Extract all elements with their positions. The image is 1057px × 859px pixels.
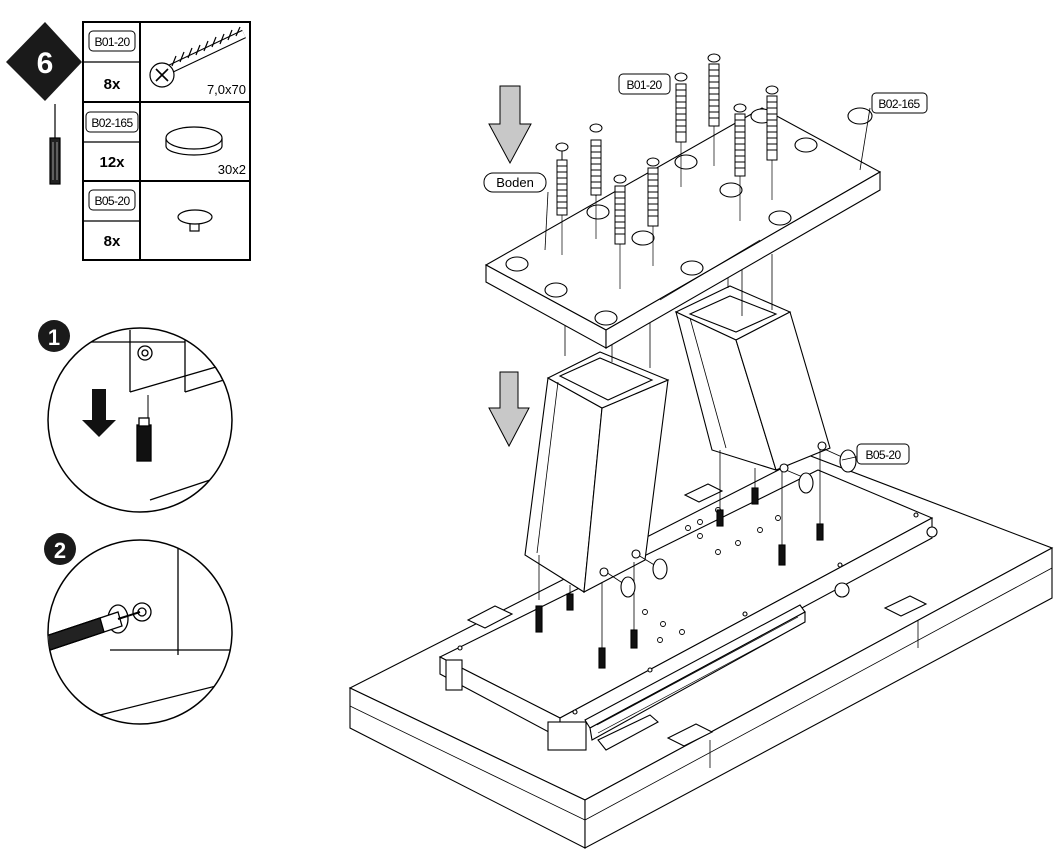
top-board xyxy=(484,107,882,349)
substep-number: 2 xyxy=(54,538,66,563)
part-quantity: 8x xyxy=(104,76,121,93)
parts-row-glide: B05-20 8x xyxy=(88,189,213,250)
part-size: 30x2 xyxy=(218,162,246,177)
substep-badge xyxy=(44,533,76,565)
substep-2-detail: 2 xyxy=(44,533,233,725)
part-code: B02-165 xyxy=(91,116,133,130)
brackets xyxy=(466,483,938,747)
down-arrow-icon xyxy=(82,389,116,437)
down-arrow-icon xyxy=(488,85,532,165)
plinth-holes xyxy=(642,507,781,643)
callout-board: Boden xyxy=(483,172,547,193)
main-assembly xyxy=(348,53,1054,849)
top-screws xyxy=(555,53,779,289)
parts-table xyxy=(82,21,251,261)
callout-screws: B01-20 xyxy=(618,73,671,95)
disc-icon xyxy=(165,126,223,156)
parts-row-screw: B01-20 8x 7,0x70 xyxy=(88,26,246,97)
substep-1-detail: 1 xyxy=(38,320,233,513)
substep-badge xyxy=(38,320,70,352)
parts-row-disc: B02-165 12x 30x2 xyxy=(85,111,246,177)
down-arrow-icon xyxy=(488,371,530,448)
guide-lines xyxy=(538,254,843,650)
screwdriver-icon xyxy=(49,104,61,185)
leg-screws xyxy=(535,487,824,669)
part-code: B01-20 xyxy=(94,35,130,49)
callout-text: B01-20 xyxy=(626,78,662,92)
callout-text: B02-165 xyxy=(878,97,920,111)
glide-icon xyxy=(177,209,213,232)
plinth-panel xyxy=(438,469,934,751)
step-badge: 6 xyxy=(6,22,82,101)
callout-text: B05-20 xyxy=(865,448,901,462)
callout-text: Boden xyxy=(496,175,534,190)
right-leg xyxy=(674,285,831,471)
callout-discs: B02-165 xyxy=(871,92,928,114)
part-code: B05-20 xyxy=(94,194,130,208)
part-size: 7,0x70 xyxy=(207,82,246,97)
part-quantity: 12x xyxy=(99,154,125,171)
part-quantity: 8x xyxy=(104,233,121,250)
step-number: 6 xyxy=(37,47,54,80)
substep-number: 1 xyxy=(48,325,60,350)
drawer-rail xyxy=(584,604,806,751)
screw-icon xyxy=(149,26,246,88)
left-leg xyxy=(524,351,670,593)
callout-glides: B05-20 xyxy=(856,443,910,465)
glides xyxy=(599,441,857,598)
